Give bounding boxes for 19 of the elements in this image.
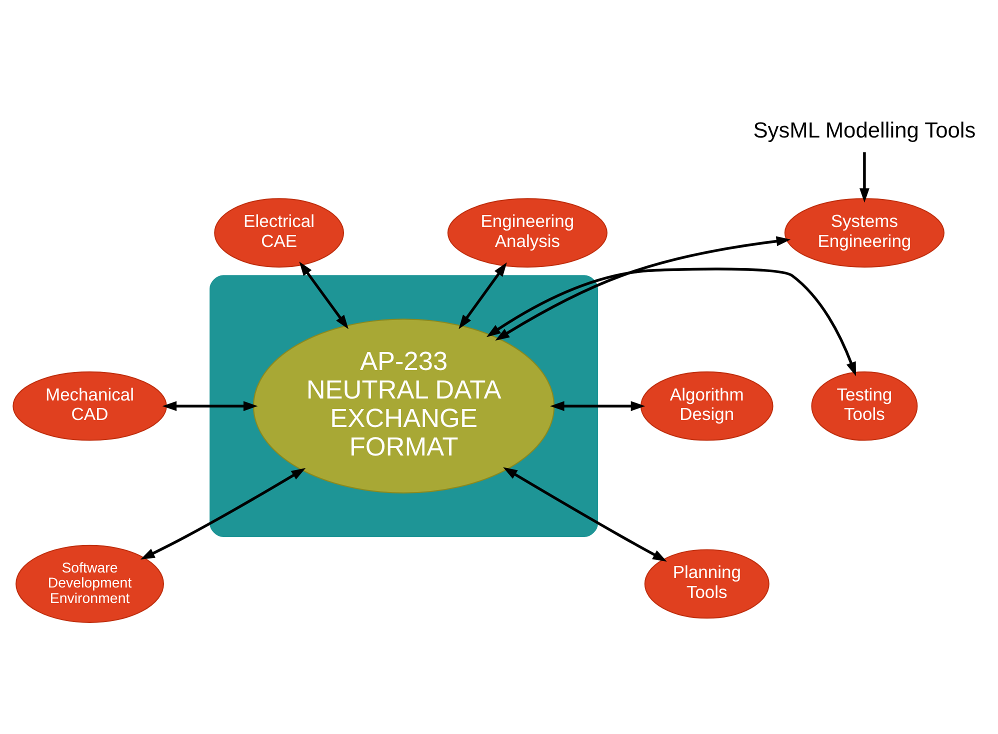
arrow	[486, 267, 856, 376]
node-ellipse: Engineering Analysis	[447, 198, 608, 268]
node-ellipse: Systems Engineering	[784, 198, 944, 268]
node-ellipse: Mechanical CAD	[12, 370, 167, 440]
node-ellipse: AP-233 NEUTRAL DATA EXCHANGE FORMAT	[252, 318, 555, 493]
cluster	[210, 274, 598, 537]
arrow	[140, 467, 306, 559]
arrow	[503, 466, 667, 562]
node-ellipse: Electrical CAE	[214, 198, 344, 268]
node-text: SysML Modelling Tools	[753, 117, 976, 142]
arrow	[299, 261, 348, 329]
arrow	[495, 236, 791, 340]
node-ellipse: Testing Tools	[811, 370, 918, 440]
arrow	[550, 400, 646, 411]
node-ellipse: Software Development Environment	[16, 544, 164, 622]
arrow	[458, 262, 507, 329]
arrow	[859, 152, 870, 202]
arrow	[162, 400, 258, 411]
node-ellipse: Algorithm Design	[640, 370, 774, 440]
